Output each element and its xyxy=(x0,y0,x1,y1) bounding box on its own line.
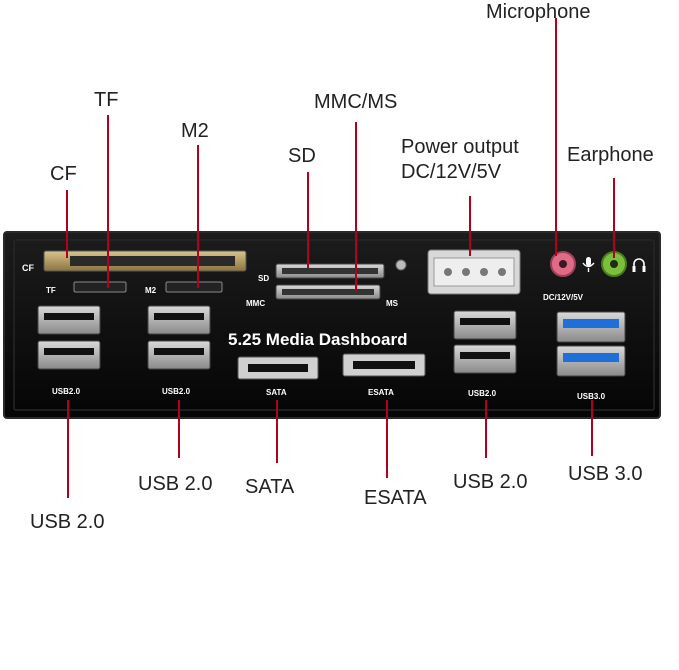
leader-usb-left xyxy=(67,400,69,498)
leader-microphone xyxy=(555,18,557,256)
leader-sata xyxy=(276,400,278,463)
tf-slot[interactable] xyxy=(73,281,127,293)
leader-sd xyxy=(307,172,309,268)
leader-usb-right xyxy=(485,400,487,458)
usb2-label-left: USB2.0 xyxy=(52,387,81,396)
cf-slot-opening xyxy=(70,256,235,266)
power-pin xyxy=(498,268,506,276)
callout-esata: ESATA xyxy=(364,487,427,509)
leader-cf xyxy=(66,190,68,258)
sata-label: SATA xyxy=(266,388,287,397)
m2-slot[interactable] xyxy=(165,281,223,293)
callout-m2: M2 xyxy=(181,120,209,142)
mmc-ms-slot-opening xyxy=(282,289,374,295)
esata-label: ESATA xyxy=(368,388,394,397)
panel-title: 5.25 Media Dashboard xyxy=(228,330,408,349)
usb2-port-right-top-tongue xyxy=(460,318,510,325)
callout-microphone: Microphone xyxy=(486,1,591,23)
callout-power-output: Power output DC/12V/5V xyxy=(401,135,519,185)
panel-bevel xyxy=(13,239,655,411)
usb3-port-pair xyxy=(556,311,626,377)
esata-port-opening xyxy=(353,361,415,369)
cf-slot-label: CF xyxy=(22,263,34,273)
leader-tf xyxy=(107,115,109,288)
tf-slot-label: TF xyxy=(46,286,56,295)
leader-m2 xyxy=(197,145,199,288)
mmc-slot-label: MMC xyxy=(246,299,265,308)
usb2-port-second-bottom-tongue xyxy=(154,348,204,355)
usb2-label-right: USB2.0 xyxy=(468,389,497,398)
callout-usb-right: USB 2.0 xyxy=(453,471,528,493)
callout-sata: SATA xyxy=(245,476,295,498)
usb2-port-right-bottom-tongue xyxy=(460,352,510,359)
earphone-jack-hole xyxy=(610,260,618,268)
usb3-port-bottom-tongue xyxy=(563,353,619,362)
leader-mmc-ms xyxy=(355,122,357,292)
power-pin xyxy=(462,268,470,276)
usb3-label: USB3.0 xyxy=(577,392,606,401)
sd-slot-opening xyxy=(282,268,378,274)
usb2-port-pair-left xyxy=(37,305,101,370)
callout-tf: TF xyxy=(94,89,119,111)
usb2-port-left-bottom-tongue xyxy=(44,348,94,355)
leader-earphone xyxy=(613,178,615,258)
power-pin xyxy=(480,268,488,276)
headphone-icon xyxy=(632,258,646,272)
ms-slot-label: MS xyxy=(386,299,399,308)
callout-usb-left: USB 2.0 xyxy=(30,511,105,533)
usb3-port-top-tongue xyxy=(563,319,619,328)
leader-usb3 xyxy=(591,400,593,456)
usb2-label-second: USB2.0 xyxy=(162,387,191,396)
dc-output-label: DC/12V/5V xyxy=(543,293,584,302)
leader-power-output xyxy=(469,196,471,256)
power-pin xyxy=(444,268,452,276)
callout-earphone: Earphone xyxy=(567,144,654,166)
usb2-port-pair-right xyxy=(453,310,517,374)
callout-cf: CF xyxy=(50,163,77,185)
sata-port-opening xyxy=(248,364,308,372)
usb2-port-pair-second xyxy=(147,305,211,370)
callout-power-output-line1: Power output xyxy=(401,136,519,158)
leader-esata xyxy=(386,400,388,478)
usb2-port-left-top-tongue xyxy=(44,313,94,320)
callout-usb3: USB 3.0 xyxy=(568,463,643,485)
m2-slot-label: M2 xyxy=(145,286,157,295)
callout-power-output-line2: DC/12V/5V xyxy=(401,161,502,183)
usb2-port-second-top-tongue xyxy=(154,313,204,320)
callout-mmc-ms: MMC/MS xyxy=(314,91,398,113)
callout-sd: SD xyxy=(288,145,316,167)
callout-usb-second: USB 2.0 xyxy=(138,473,213,495)
power-led xyxy=(395,259,407,271)
sd-slot-label: SD xyxy=(258,274,269,283)
microphone-jack-hole xyxy=(559,260,567,268)
microphone-icon xyxy=(582,257,595,272)
leader-usb-second xyxy=(178,400,180,458)
